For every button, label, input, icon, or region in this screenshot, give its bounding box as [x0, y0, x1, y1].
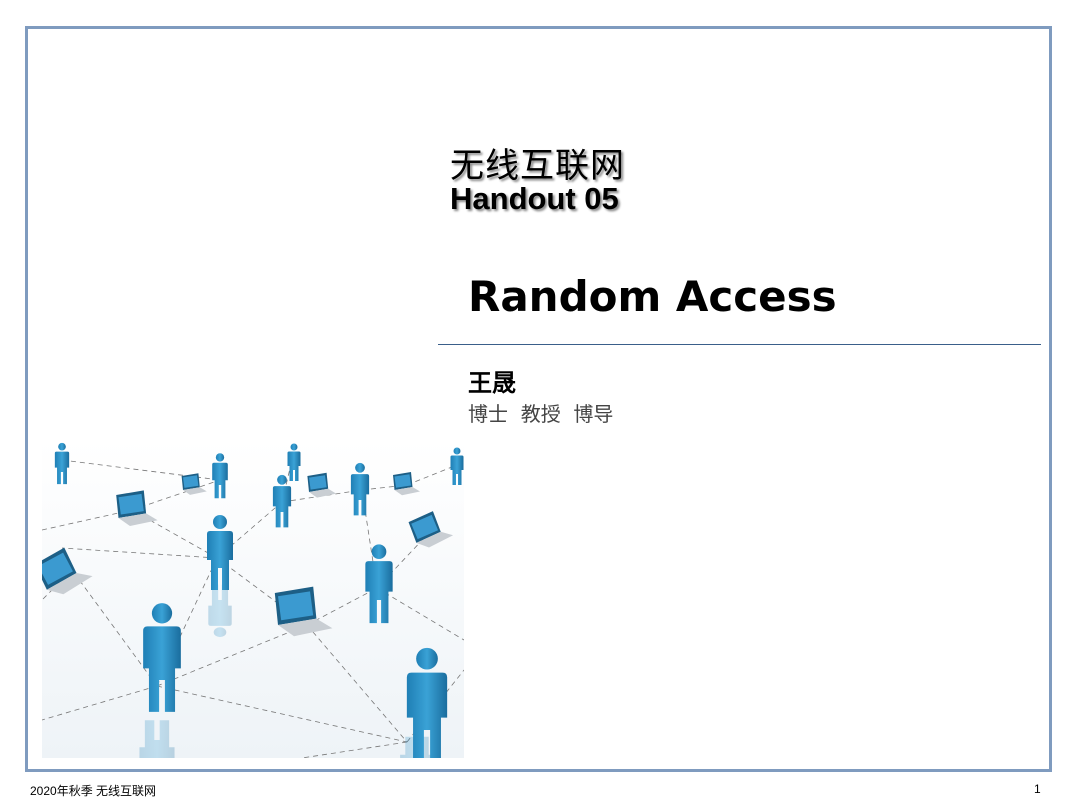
course-title: 无线互联网 — [450, 146, 625, 186]
network-illustration — [42, 440, 464, 758]
footer-course: 2020年秋季 无线互联网 — [30, 784, 157, 798]
slide-title: Random Access — [468, 272, 837, 321]
handout-number: Handout 05 — [450, 181, 619, 216]
author-name: 王晟 — [468, 368, 516, 397]
title-divider — [438, 344, 1041, 345]
page-number: 1 — [1034, 782, 1041, 796]
author-titles: 博士 教授 博导 — [468, 402, 614, 426]
